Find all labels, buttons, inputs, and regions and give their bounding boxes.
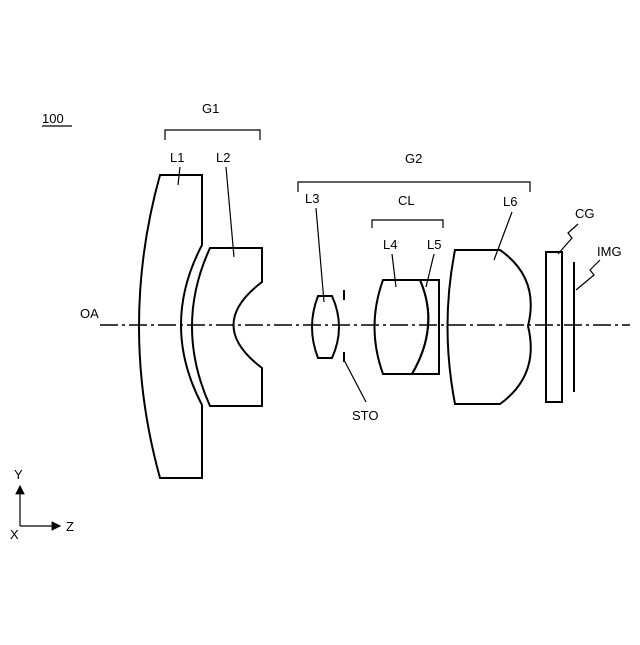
lens-l5-leader: [426, 254, 434, 287]
g2-label: G2: [405, 151, 422, 166]
g1-bracket: [165, 130, 260, 140]
cl-bracket: [372, 220, 443, 228]
y-axis-label: Y: [14, 467, 23, 482]
image-plane-label: IMG: [597, 244, 622, 259]
stop-leader: [344, 360, 366, 402]
cover-glass-leader: [558, 224, 578, 254]
lens-l6: [448, 250, 531, 404]
lens-l3-label: L3: [305, 191, 319, 206]
lens-l2: [192, 248, 262, 406]
image-plane-leader: [576, 260, 600, 290]
lens-l6-label: L6: [503, 194, 517, 209]
lens-l4-label: L4: [383, 237, 397, 252]
stop-label: STO: [352, 408, 379, 423]
cover-glass: [546, 252, 562, 402]
cover-glass-label: CG: [575, 206, 595, 221]
lens-l3-leader: [316, 208, 324, 302]
x-axis-label: X: [10, 527, 19, 542]
lens-l5-label: L5: [427, 237, 441, 252]
lens-l2-label: L2: [216, 150, 230, 165]
lens-l4-leader: [392, 254, 396, 287]
optical-axis-label: OA: [80, 306, 99, 321]
lens-l5: [412, 280, 439, 374]
z-axis-label: Z: [66, 519, 74, 534]
g1-label: G1: [202, 101, 219, 116]
lens-l3: [312, 296, 339, 358]
figure-number: 100: [42, 111, 64, 126]
lens-l1-label: L1: [170, 150, 184, 165]
cl-label: CL: [398, 193, 415, 208]
lens-l2-leader: [226, 167, 234, 257]
g2-bracket: [298, 182, 530, 192]
